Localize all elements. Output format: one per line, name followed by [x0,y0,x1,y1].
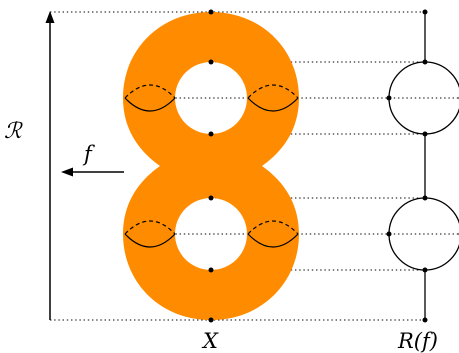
section-upper-right-front [247,97,299,112]
function-label: f [82,142,95,166]
section-lower-left-back [124,220,176,235]
section-upper-right-back [247,84,299,99]
tube-cross-sections [124,84,299,248]
reeb-vertex [422,9,428,15]
double-torus-surface [123,9,299,323]
level-set-guides [50,11,459,321]
reeb-graph-vertices [386,9,459,323]
critical-point-min [208,317,214,323]
section-upper-left-back [124,84,176,99]
critical-point-saddle [208,131,214,137]
reeb-graph [388,12,459,320]
critical-point-saddle [208,195,214,201]
reeb-vertex [386,95,392,101]
surface-shape [123,12,299,320]
reeb-vertex [422,267,428,273]
function-arrowhead [61,167,73,177]
reeb-vertex [422,59,428,65]
axis-arrowhead [45,11,55,23]
section-lower-right-front [247,233,299,248]
critical-point-saddle [208,59,214,65]
reeb-vertex [422,195,428,201]
critical-point-saddle [208,267,214,273]
section-lower-right-back [247,220,299,235]
reeb-graph-label: R(f) [397,329,438,353]
critical-point-max [208,9,214,15]
section-lower-left-front [124,233,176,248]
section-upper-left-front [124,97,176,112]
reeb-vertex [422,317,428,323]
reeb-vertex [386,231,392,237]
reeb-vertex [422,131,428,137]
space-label: X [201,329,219,353]
function-arrow [61,167,124,177]
reals-label: ℛ [4,119,23,144]
real-line-axis [45,11,55,320]
surface-critical-points [208,9,214,323]
